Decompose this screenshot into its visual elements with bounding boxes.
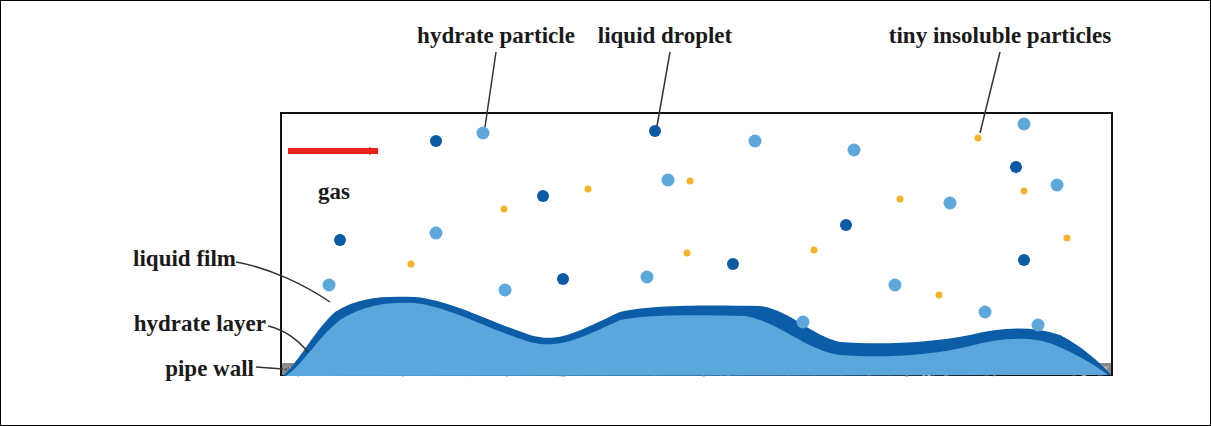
wall-texture bbox=[1107, 363, 1108, 365]
hydrate-particle bbox=[979, 306, 992, 319]
liquid-droplet bbox=[727, 258, 739, 270]
liquid-droplet bbox=[537, 190, 549, 202]
liquid-droplet bbox=[1010, 161, 1022, 173]
callout-label: hydrate particle bbox=[417, 24, 575, 47]
liquid-droplet bbox=[1018, 254, 1030, 266]
leader-line bbox=[980, 52, 1000, 133]
hydrate-particle bbox=[323, 279, 336, 292]
leader-lines bbox=[236, 52, 1000, 369]
hydrate-particle bbox=[1051, 179, 1064, 192]
hydrate-particle bbox=[1018, 118, 1031, 131]
liquid-droplet bbox=[557, 273, 569, 285]
callout-label: pipe wall bbox=[165, 357, 254, 380]
insoluble-particle bbox=[585, 186, 592, 193]
hydrate-particle bbox=[499, 284, 512, 297]
liquid-droplet bbox=[840, 219, 852, 231]
flow-label: gas bbox=[318, 180, 350, 203]
insoluble-particle bbox=[408, 261, 415, 268]
particles bbox=[323, 118, 1071, 332]
pipe-section bbox=[281, 113, 1112, 375]
hydrate-particle bbox=[848, 144, 861, 157]
insoluble-particle bbox=[684, 250, 691, 257]
leader-line bbox=[657, 52, 670, 126]
leader-line bbox=[256, 367, 283, 369]
callout-label: liquid film bbox=[133, 247, 236, 270]
leader-line bbox=[485, 52, 496, 127]
hydrate-particle bbox=[889, 279, 902, 292]
hydrate-particle bbox=[944, 197, 957, 210]
insoluble-particle bbox=[1064, 235, 1071, 242]
insoluble-particle bbox=[936, 292, 943, 299]
insoluble-particle bbox=[811, 247, 818, 254]
leader-line bbox=[268, 326, 308, 352]
callout-label: liquid droplet bbox=[598, 24, 732, 47]
insoluble-particle bbox=[1021, 188, 1028, 195]
insoluble-particle bbox=[501, 206, 508, 213]
leader-line bbox=[236, 262, 330, 302]
hydrate-particle bbox=[641, 271, 654, 284]
hydrate-particle bbox=[477, 127, 490, 140]
liquid-droplet bbox=[649, 125, 661, 137]
callout-label: tiny insoluble particles bbox=[889, 24, 1111, 47]
hydrate-particle bbox=[1032, 319, 1045, 332]
liquid-droplet bbox=[334, 234, 346, 246]
liquid-droplet bbox=[430, 135, 442, 147]
flow-arrow bbox=[288, 148, 378, 154]
liquid-film bbox=[283, 297, 1111, 376]
insoluble-particle bbox=[975, 135, 982, 142]
hydrate-particle bbox=[749, 135, 762, 148]
hydrate-particle bbox=[662, 174, 675, 187]
insoluble-particle bbox=[897, 196, 904, 203]
wall-texture bbox=[285, 368, 288, 370]
hydrate-layer bbox=[286, 303, 1108, 376]
hydrate-particle bbox=[430, 227, 443, 240]
callout-label: hydrate layer bbox=[134, 312, 266, 335]
hydrate-particle bbox=[797, 316, 810, 329]
insoluble-particle bbox=[687, 178, 694, 185]
